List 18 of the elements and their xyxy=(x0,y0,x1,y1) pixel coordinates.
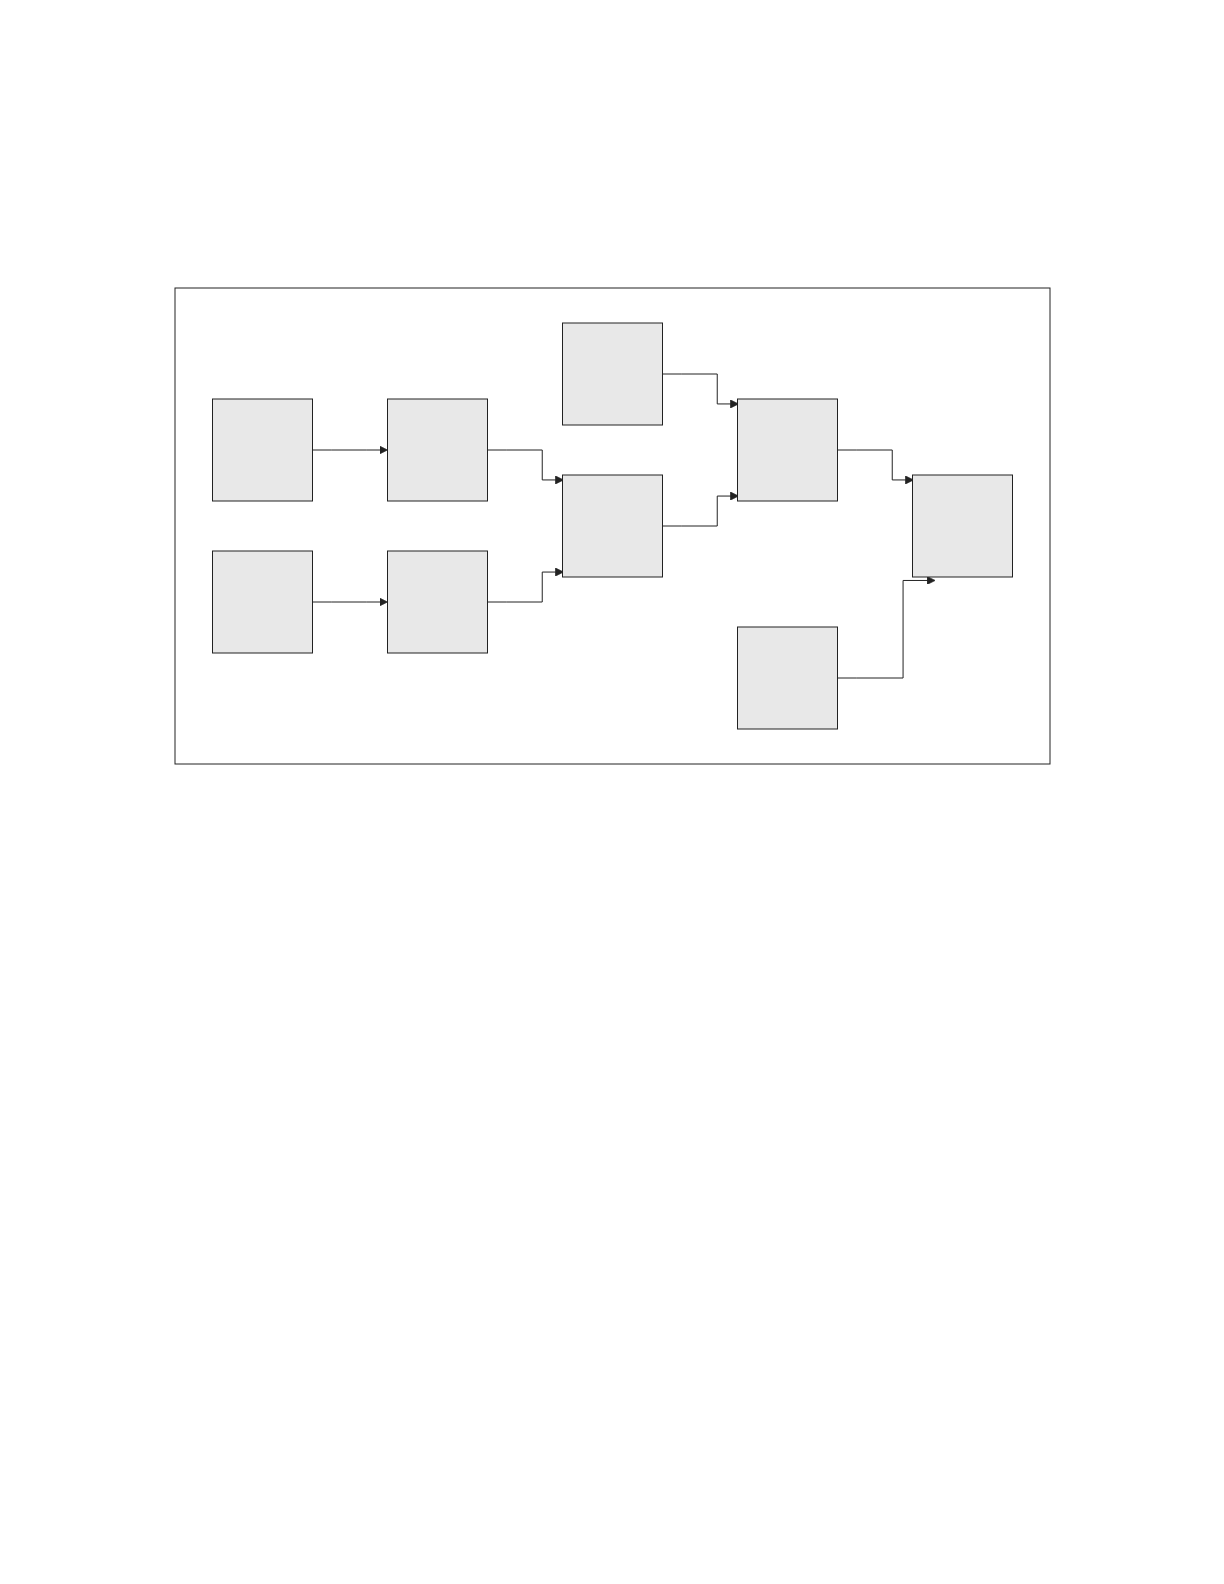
arrow xyxy=(661,491,739,527)
cluster xyxy=(174,287,1050,765)
node-box xyxy=(736,398,838,502)
arrow xyxy=(311,597,388,607)
arrow xyxy=(661,373,739,409)
node-box xyxy=(211,398,313,502)
node-box xyxy=(911,474,1013,578)
node-box xyxy=(211,550,313,654)
arrow xyxy=(311,445,388,455)
arrow xyxy=(836,449,914,485)
arrow xyxy=(486,449,564,485)
node-box xyxy=(561,322,663,426)
arrow xyxy=(486,567,564,603)
node-box xyxy=(561,474,663,578)
node-box xyxy=(386,550,488,654)
node-box xyxy=(736,626,838,730)
node-box xyxy=(386,398,488,502)
arrow xyxy=(836,576,936,679)
